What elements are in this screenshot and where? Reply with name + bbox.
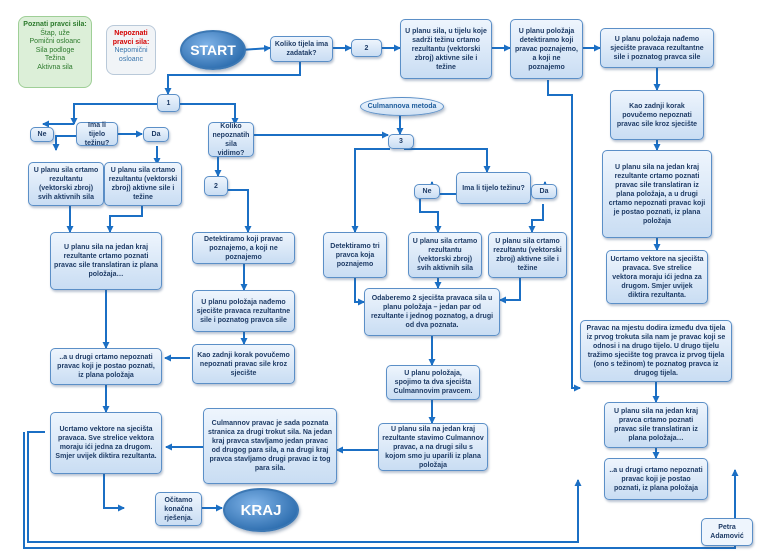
legend-unknown-title: Nepoznati pravci sila:	[112, 30, 150, 46]
option-three-unknown[interactable]: 3	[388, 134, 414, 149]
step-resultant-active-weight-1[interactable]: U planu sila crtamo rezultantu (vektorsk…	[104, 162, 182, 206]
step-last-line-1[interactable]: Kao zadnji korak povučemo nepoznati prav…	[192, 344, 295, 384]
option-one-body[interactable]: 1	[157, 94, 180, 112]
step-resultant-weight-body[interactable]: U planu sila, u tijelu koje sadrži težin…	[400, 19, 492, 79]
step-transfer-direction-2[interactable]: U planu sila na jedan kraj rezultante cr…	[602, 150, 712, 238]
step-detect-direction-2[interactable]: U planu položaja detektiramo koji pravac…	[510, 19, 583, 79]
legend-known-item: Aktivna sila	[37, 63, 73, 71]
step-other-end-1[interactable]: ..a u drugi crtamo nepoznati pravac koji…	[50, 348, 162, 385]
start-node[interactable]: START	[180, 30, 246, 70]
step-other-end-3[interactable]: ..a u drugi crtamo nepoznati pravac koji…	[604, 458, 708, 500]
step-detect-direction-1[interactable]: Detektiramo koji pravac poznajemo, a koj…	[192, 232, 295, 264]
step-draw-vectors-1[interactable]: Ucrtamo vektore na sjecišta pravaca. Sve…	[50, 412, 162, 474]
question-body-count[interactable]: Koliko tijela ima zadatak?	[270, 36, 333, 62]
step-intersection-2[interactable]: U planu položaja nađemo sjecište pravaca…	[600, 28, 714, 68]
option-two-bodies[interactable]: 2	[351, 39, 382, 57]
step-detect-three-directions[interactable]: Detektiramo tri pravca koja poznajemo	[323, 232, 387, 278]
culmann-method-label: Culmannova metoda	[360, 97, 444, 116]
legend-unknown-item: Nepomični osloanc	[114, 47, 148, 63]
legend-known-item: Težina	[44, 55, 66, 62]
question-unknown-count[interactable]: Koliko nepoznatih sila vidimo?	[208, 122, 254, 157]
step-choose-two-intersections[interactable]: Odaberemo 2 sjecišta pravaca sila u plan…	[364, 288, 500, 336]
author-signature: Petra Adamović	[701, 518, 753, 546]
legend-known-directions: Poznati pravci sila: Štap, uže Pomični o…	[18, 16, 92, 88]
step-draw-vectors-2[interactable]: Ucrtamo vektore na sjecišta pravaca. Sve…	[606, 250, 708, 304]
legend-known-item: Štap, uže	[40, 29, 70, 37]
step-read-results[interactable]: Očitamo konačna rješenja.	[155, 492, 202, 526]
legend-unknown-directions: Nepoznati pravci sila: Nepomični osloanc	[106, 25, 156, 75]
legend-known-item: Sila podloge	[35, 46, 75, 54]
step-connect-culmann-line[interactable]: U planu položaja, spojimo ta dva sjecišt…	[386, 365, 480, 400]
step-intersection-1[interactable]: U planu položaja nađemo sjecište pravaca…	[192, 290, 295, 332]
step-resultant-active-3[interactable]: U planu sila crtamo rezultantu (vektorsk…	[408, 232, 482, 278]
step-resultant-active-weight-3[interactable]: U planu sila crtamo rezultantu (vektorsk…	[488, 232, 567, 278]
legend-known-item: Pomični osloanc	[29, 38, 81, 45]
answer-yes-3[interactable]: Da	[531, 184, 557, 199]
legend-known-title: Poznati pravci sila:	[23, 21, 87, 28]
question-weight-3[interactable]: Ima li tijelo težinu?	[456, 172, 531, 204]
end-node[interactable]: KRAJ	[223, 488, 299, 532]
step-transfer-direction-3[interactable]: U planu sila na jedan kraj pravca crtamo…	[604, 402, 708, 448]
question-weight-1[interactable]: Ima li tijelo težinu?	[76, 122, 118, 147]
option-two-unknown[interactable]: 2	[204, 176, 228, 196]
step-contact-direction[interactable]: Pravac na mjestu dodira između dva tijel…	[580, 320, 732, 382]
answer-no-1[interactable]: Ne	[30, 127, 54, 142]
step-transfer-direction-1[interactable]: U planu sila na jedan kraj rezultante cr…	[50, 232, 162, 290]
answer-no-3[interactable]: Ne	[414, 184, 440, 199]
step-last-line-2[interactable]: Kao zadnji korak povučemo nepoznati prav…	[610, 90, 704, 140]
answer-yes-1[interactable]: Da	[143, 127, 169, 142]
step-culmann-common-side[interactable]: Culmannov pravac je sada poznata stranic…	[203, 408, 337, 484]
step-place-culmann-line[interactable]: U planu sila na jedan kraj rezultante st…	[378, 423, 488, 471]
step-resultant-active-1[interactable]: U planu sila crtamo rezultantu (vektorsk…	[28, 162, 104, 206]
